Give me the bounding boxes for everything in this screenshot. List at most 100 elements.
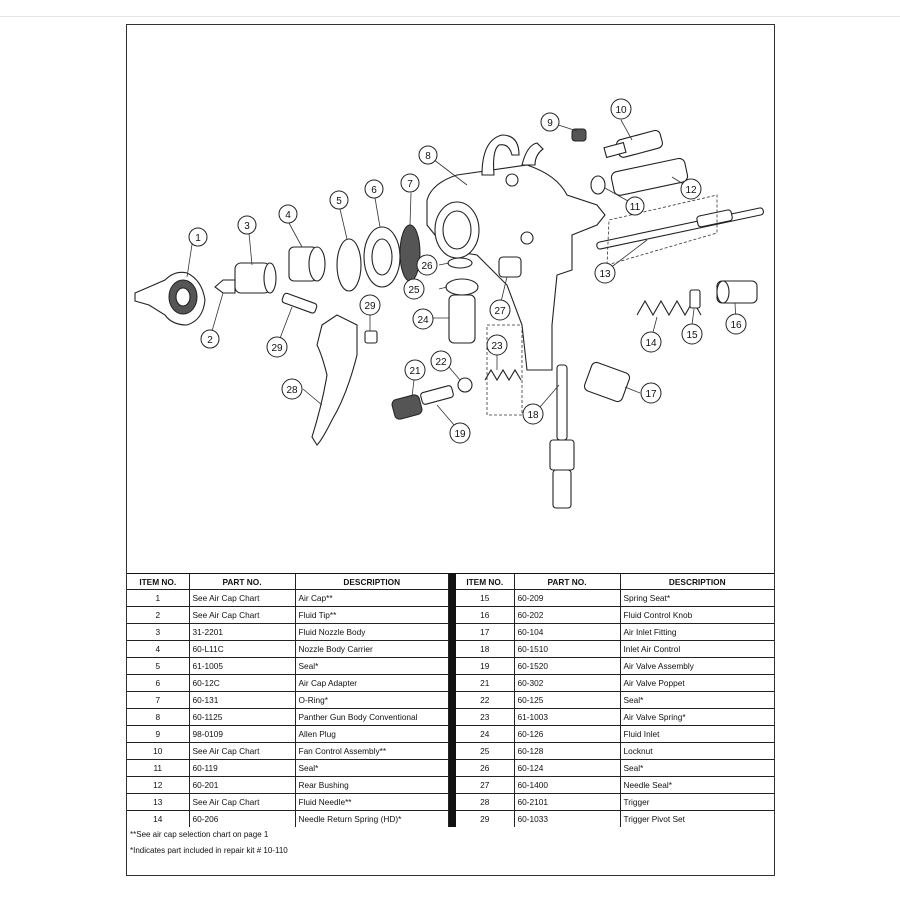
callout-9: 9 bbox=[540, 112, 560, 132]
description-cell: Seal* bbox=[294, 657, 449, 675]
svg-text:23: 23 bbox=[491, 341, 503, 352]
needle-seal-drawing bbox=[498, 256, 522, 278]
seal-ring-drawing bbox=[336, 238, 362, 292]
callout-29-pin: 29 bbox=[266, 336, 288, 358]
callout-19: 19 bbox=[449, 422, 471, 444]
part-number-cell: 60-1510 bbox=[513, 640, 621, 658]
item-number-cell: 28 bbox=[456, 793, 515, 811]
air-cap-drawing bbox=[134, 271, 206, 326]
part-number-cell: 60-12C bbox=[188, 674, 296, 692]
svg-text:25: 25 bbox=[408, 285, 420, 296]
description-cell: Seal* bbox=[619, 759, 774, 777]
part-number-cell: 60-1400 bbox=[513, 776, 621, 794]
trigger-drawing bbox=[311, 314, 358, 446]
table-header-row: ITEM NO. PART NO. DESCRIPTION bbox=[127, 574, 449, 590]
column-header-part: PART NO. bbox=[513, 574, 621, 590]
part-number-cell: 60-206 bbox=[188, 810, 296, 827]
locknut-drawing bbox=[445, 278, 479, 296]
description-cell: Needle Seal* bbox=[619, 776, 774, 794]
callout-22: 22 bbox=[430, 350, 452, 372]
part-number-cell: 60-131 bbox=[188, 691, 296, 709]
description-cell: Air Cap** bbox=[294, 589, 449, 607]
item-number-cell: 26 bbox=[456, 759, 515, 777]
table-header-row: ITEM NO. PART NO. DESCRIPTION bbox=[456, 574, 774, 590]
description-cell: Seal* bbox=[294, 759, 449, 777]
part-number-cell: 60-126 bbox=[513, 725, 621, 743]
description-cell: Locknut bbox=[619, 742, 774, 760]
description-cell: Air Valve Poppet bbox=[619, 674, 774, 692]
footnote-repair-kit: *Indicates part included in repair kit #… bbox=[130, 846, 288, 855]
item-number-cell: 7 bbox=[127, 691, 190, 709]
part-number-cell: See Air Cap Chart bbox=[188, 742, 296, 760]
item-number-cell: 29 bbox=[456, 810, 515, 827]
part-number-cell: 60-202 bbox=[513, 606, 621, 624]
column-header-description: DESCRIPTION bbox=[619, 574, 774, 590]
part-number-cell: 60-128 bbox=[513, 742, 621, 760]
part-number-cell: 60-L11C bbox=[188, 640, 296, 658]
part-number-cell: 60-1033 bbox=[513, 810, 621, 827]
part-number-cell: 60-1125 bbox=[188, 708, 296, 726]
description-cell: Needle Return Spring (HD)* bbox=[294, 810, 449, 827]
part-number-cell: 60-124 bbox=[513, 759, 621, 777]
svg-text:12: 12 bbox=[685, 185, 697, 196]
callout-17: 17 bbox=[640, 382, 662, 404]
callout-8: 8 bbox=[418, 145, 438, 165]
fluid-nozzle-body-drawing bbox=[234, 262, 277, 294]
svg-text:13: 13 bbox=[599, 269, 611, 280]
fluid-needle-drawing bbox=[596, 207, 764, 250]
air-valve-assembly-drawing bbox=[391, 385, 454, 420]
item-number-cell: 2 bbox=[127, 606, 190, 624]
svg-text:11: 11 bbox=[630, 202, 641, 213]
description-cell: Fluid Inlet bbox=[619, 725, 774, 743]
column-header-description: DESCRIPTION bbox=[294, 574, 449, 590]
item-number-cell: 14 bbox=[127, 810, 190, 827]
item-number-cell: 27 bbox=[456, 776, 515, 794]
table-divider bbox=[449, 574, 456, 827]
svg-text:7: 7 bbox=[407, 179, 413, 190]
part-number-cell: 60-302 bbox=[513, 674, 621, 692]
part-number-cell: 60-201 bbox=[188, 776, 296, 794]
svg-text:10: 10 bbox=[615, 105, 627, 116]
description-cell: Fluid Control Knob bbox=[619, 606, 774, 624]
svg-text:5: 5 bbox=[336, 196, 342, 207]
exploded-view-diagram: 1 2 3 4 5 6 7 8 9 10 11 12 13 14 15 16 1… bbox=[127, 25, 774, 573]
item-number-cell: 3 bbox=[127, 623, 190, 641]
callout-25: 25 bbox=[403, 278, 425, 300]
description-cell: Air Cap Adapter bbox=[294, 674, 449, 692]
callout-4: 4 bbox=[278, 204, 298, 224]
fluid-tip-drawing bbox=[214, 279, 236, 294]
item-number-cell: 9 bbox=[127, 725, 190, 743]
callout-5: 5 bbox=[329, 190, 349, 210]
svg-text:24: 24 bbox=[417, 315, 429, 326]
svg-text:14: 14 bbox=[645, 338, 657, 349]
item-number-cell: 5 bbox=[127, 657, 190, 675]
part-number-cell: 60-1520 bbox=[513, 657, 621, 675]
column-header-item: ITEM NO. bbox=[456, 574, 515, 590]
item-number-cell: 16 bbox=[456, 606, 515, 624]
item-number-cell: 25 bbox=[456, 742, 515, 760]
svg-text:8: 8 bbox=[425, 151, 431, 162]
description-cell: Air Valve Spring* bbox=[619, 708, 774, 726]
svg-text:26: 26 bbox=[421, 261, 433, 272]
seal-11-drawing bbox=[590, 175, 606, 195]
callout-6: 6 bbox=[364, 179, 384, 199]
item-number-cell: 12 bbox=[127, 776, 190, 794]
part-number-cell: See Air Cap Chart bbox=[188, 606, 296, 624]
callout-7: 7 bbox=[400, 173, 420, 193]
